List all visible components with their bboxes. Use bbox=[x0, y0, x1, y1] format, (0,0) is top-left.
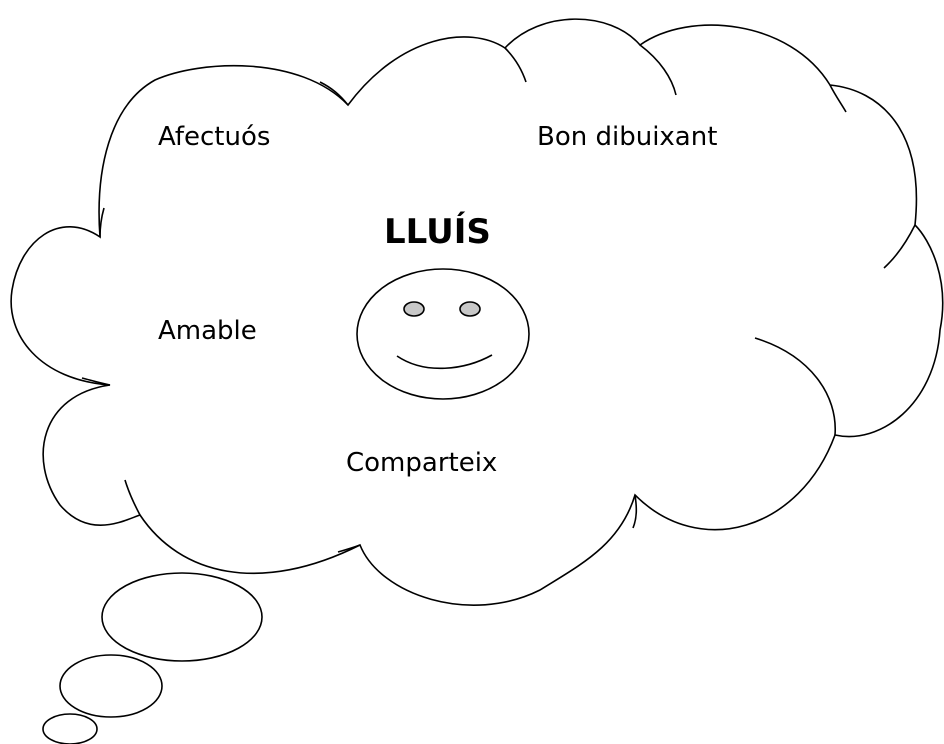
cloud-lobe-line bbox=[829, 84, 847, 113]
cloud-lobe-line bbox=[632, 494, 638, 529]
cloud-outline bbox=[10, 18, 944, 606]
trait-amable: Amable bbox=[158, 316, 257, 346]
smiley-left-eye bbox=[403, 301, 425, 317]
cloud-lobe-line bbox=[754, 337, 836, 436]
cloud-lobe-line bbox=[81, 377, 111, 386]
cloud-lobe-line bbox=[504, 47, 527, 83]
cloud-lobe-line bbox=[337, 544, 361, 553]
cloud-lobe-line bbox=[99, 207, 105, 238]
thought-bubble-large bbox=[101, 572, 263, 662]
trait-afectuos: Afectuós bbox=[158, 122, 271, 152]
smiley-face-outline bbox=[356, 268, 530, 400]
cloud-lobe-line bbox=[319, 81, 349, 106]
smiley-right-eye bbox=[459, 301, 481, 317]
trait-bon-dibuixant: Bon dibuixant bbox=[537, 122, 718, 152]
name-title: LLUÍS bbox=[384, 212, 491, 252]
smiley-mouth bbox=[396, 354, 493, 370]
thought-bubble-small bbox=[42, 713, 98, 744]
cloud-lobe-line bbox=[124, 479, 141, 516]
cloud-lobe-line bbox=[883, 224, 916, 269]
trait-comparteix: Comparteix bbox=[346, 448, 498, 478]
thought-bubble-medium bbox=[59, 654, 163, 718]
cloud-lobe-line bbox=[639, 44, 677, 96]
